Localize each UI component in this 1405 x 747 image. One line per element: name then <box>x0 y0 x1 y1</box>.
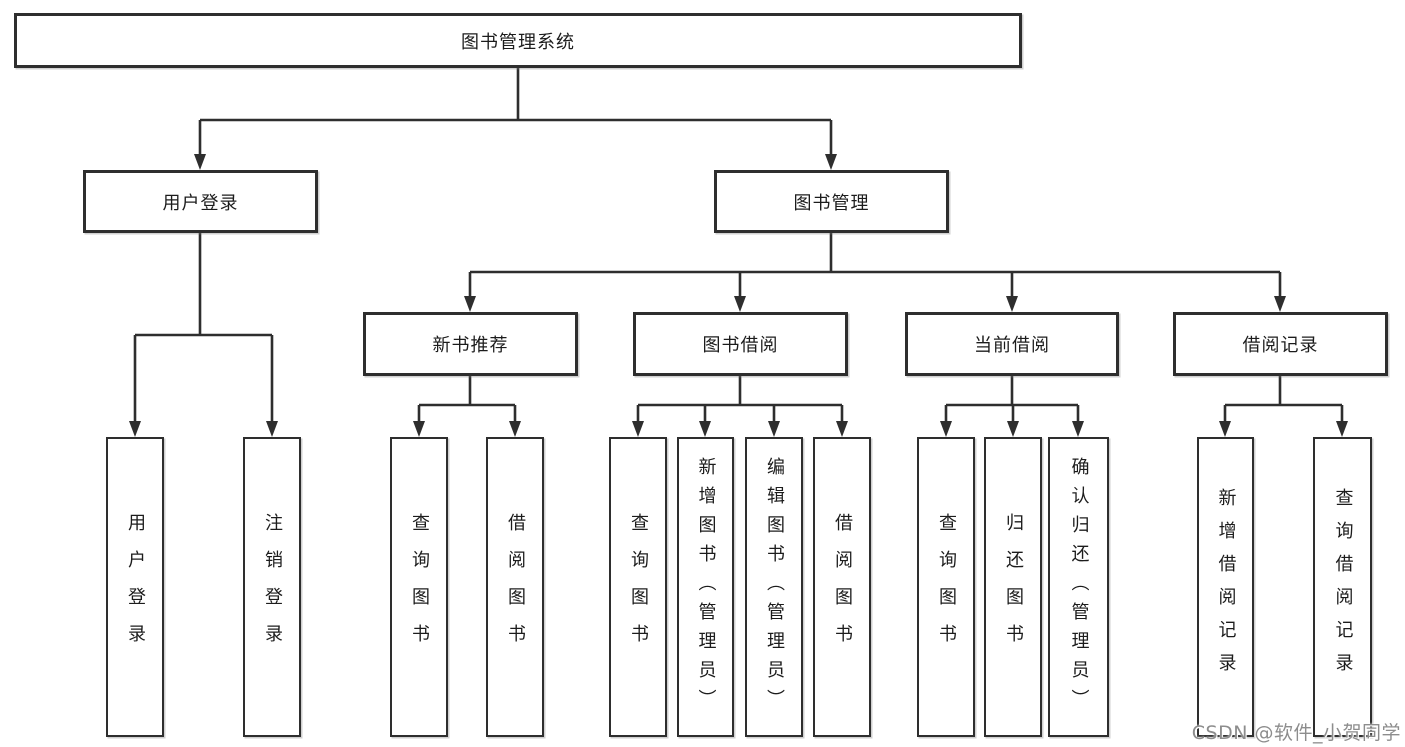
arrow-down-icon <box>699 421 711 437</box>
node-label: 图书借阅 <box>702 335 779 356</box>
leaf-query-books: 查询图书 <box>917 437 975 737</box>
leaf-user-login: 用户登录 <box>106 437 164 737</box>
leaf-label: 查询借阅记录 <box>1332 488 1354 686</box>
arrow-down-icon <box>632 421 644 437</box>
leaf-label: 查询图书 <box>409 513 430 661</box>
node-label: 图书管理系统 <box>461 31 575 53</box>
connector-borrowrecords-to-leaves <box>1223 376 1344 423</box>
leaf-confirm-return-admin: 确认归还（管理员） <box>1048 437 1109 737</box>
leaf-borrow-books: 借阅图书 <box>813 437 871 737</box>
arrow-down-icon <box>836 421 848 437</box>
leaf-label: 新增借阅记录 <box>1215 488 1237 686</box>
leaf-label: 查询图书 <box>628 513 649 661</box>
node-current-borrow: 当前借阅 <box>905 312 1119 376</box>
arrow-down-icon <box>464 296 476 312</box>
node-label: 用户登录 <box>162 192 239 214</box>
leaf-edit-books-admin: 编辑图书（管理员） <box>745 437 803 737</box>
arrow-down-icon <box>768 421 780 437</box>
leaf-return-books: 归还图书 <box>984 437 1042 737</box>
arrow-down-icon <box>1072 421 1084 437</box>
node-book-management: 图书管理 <box>714 170 949 233</box>
connector-newbook-to-leaves <box>417 376 517 423</box>
arrow-down-icon <box>194 154 206 170</box>
arrow-down-icon <box>1219 421 1231 437</box>
arrow-down-icon <box>129 421 141 437</box>
connector-userlogin-to-leaves <box>133 233 274 423</box>
arrow-down-icon <box>413 421 425 437</box>
node-root-system: 图书管理系统 <box>14 13 1022 68</box>
node-label: 借阅记录 <box>1242 335 1319 356</box>
arrow-down-icon <box>1336 421 1348 437</box>
leaf-label: 注销登录 <box>262 513 283 661</box>
leaf-query-books: 查询图书 <box>390 437 448 737</box>
leaf-add-books-admin: 新增图书（管理员） <box>677 437 734 737</box>
leaf-label: 确认归还（管理员） <box>1068 456 1090 718</box>
arrow-down-icon <box>1006 296 1018 312</box>
leaf-query-borrow-record: 查询借阅记录 <box>1313 437 1372 737</box>
connector-bookborrow-to-leaves <box>636 376 844 423</box>
node-book-borrow: 图书借阅 <box>633 312 848 376</box>
connector-currentborrow-to-leaves <box>944 376 1080 423</box>
leaf-logout: 注销登录 <box>243 437 301 737</box>
leaf-label: 借阅图书 <box>832 513 853 661</box>
csdn-watermark: CSDN @软件_小贺同学 <box>1191 722 1401 744</box>
leaf-label: 用户登录 <box>125 513 146 661</box>
leaf-query-books: 查询图书 <box>609 437 667 737</box>
node-label: 图书管理 <box>793 192 870 214</box>
arrow-down-icon <box>509 421 521 437</box>
node-user-login: 用户登录 <box>83 170 318 233</box>
arrow-down-icon <box>266 421 278 437</box>
leaf-label: 归还图书 <box>1003 513 1024 661</box>
connector-bookmgmt-to-level3 <box>468 233 1282 298</box>
arrow-down-icon <box>1274 296 1286 312</box>
leaf-borrow-books: 借阅图书 <box>486 437 544 737</box>
node-label: 当前借阅 <box>974 335 1050 356</box>
node-new-book-recommend: 新书推荐 <box>363 312 578 376</box>
arrow-down-icon <box>1007 421 1019 437</box>
arrow-down-icon <box>940 421 952 437</box>
connector-root-to-level2 <box>198 68 833 156</box>
node-label: 新书推荐 <box>432 335 509 356</box>
leaf-add-borrow-record: 新增借阅记录 <box>1197 437 1254 737</box>
arrow-down-icon <box>734 296 746 312</box>
arrow-down-icon <box>825 154 837 170</box>
leaf-label: 新增图书（管理员） <box>695 456 717 718</box>
leaf-label: 编辑图书（管理员） <box>764 456 785 718</box>
leaf-label: 查询图书 <box>936 513 957 661</box>
node-borrow-records: 借阅记录 <box>1173 312 1388 376</box>
leaf-label: 借阅图书 <box>505 513 526 661</box>
